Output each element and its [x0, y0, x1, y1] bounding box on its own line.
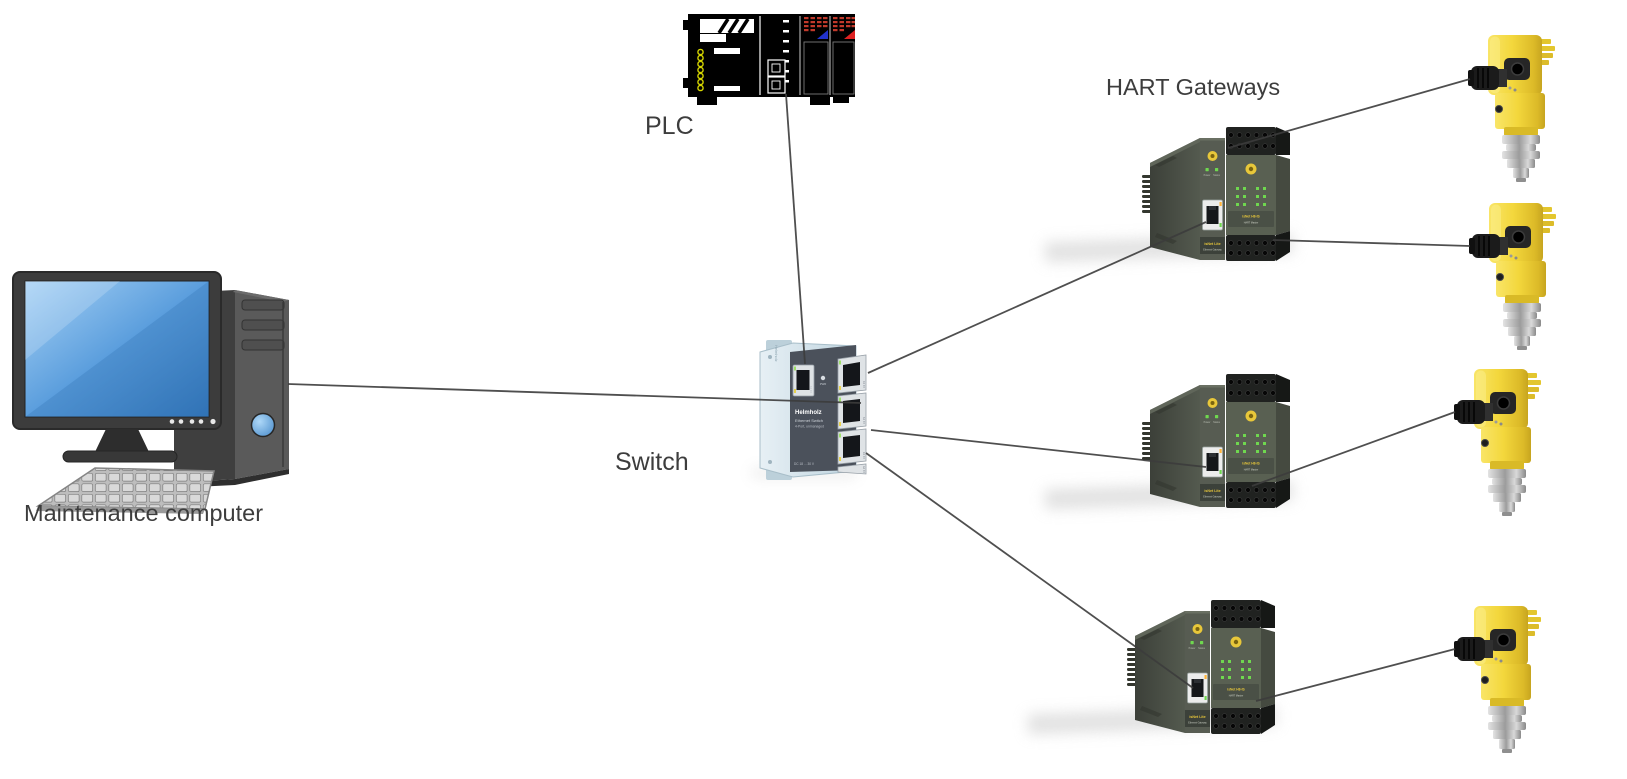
switch-port-label-4: X1 P4: [862, 451, 866, 459]
hart-gateway-2: [1141, 373, 1291, 509]
hart-gateways-label: HART Gateways: [1106, 74, 1280, 100]
sensor-3: [1453, 368, 1542, 517]
plc-comm-module-icon: [767, 20, 789, 94]
connection-switch-gateway1: [867, 221, 1207, 374]
connection-plc-switch: [785, 93, 806, 365]
keyboard-icon: [35, 467, 215, 514]
switch-label: Switch: [615, 448, 689, 476]
monitor-icon: [12, 271, 222, 463]
connection-gateway1-sensor1: [1227, 78, 1471, 149]
switch-port-label-2: X1 P2: [862, 380, 866, 388]
sensor-4: [1453, 605, 1542, 754]
plc-port1-icon: [767, 59, 786, 77]
switch-power-text: DC 18 ... 30 V: [794, 462, 815, 466]
switch-variant-text: 4-Port, unmanaged: [795, 425, 824, 429]
connection-gateway3-sensor4: [1255, 648, 1456, 702]
power-button-icon: [250, 412, 276, 438]
switch-port-label-3: X1 P3: [862, 416, 866, 424]
plc-io-module-a-icon: [803, 17, 829, 95]
pwr-led-icon: [820, 375, 826, 381]
switch-port5-icon: X1 P5: [837, 463, 867, 475]
connection-gateway1-sensor2: [1272, 239, 1471, 247]
pwr-led-label: PWR: [820, 382, 827, 386]
plc-cpu-module-icon: [697, 18, 754, 92]
connection-gateway2-sensor3: [1251, 411, 1456, 487]
switch-port3-icon: X1 P3: [837, 392, 867, 430]
connection-switch-gateway2: [870, 429, 1207, 468]
connection-computer-switch: [287, 383, 862, 404]
sensor-1: [1467, 34, 1556, 183]
connection-switch-gateway3: [865, 452, 1194, 689]
connections: [287, 78, 1471, 702]
switch-brand-text: Helmholz: [795, 410, 822, 416]
maintenance-computer-label: Maintenance computer: [24, 500, 263, 526]
hart-gateway-3: [1126, 599, 1276, 735]
sensor-2: [1468, 202, 1557, 351]
switch-port2-icon: X1 P2: [837, 354, 867, 394]
plc-io-module-b-icon: [832, 17, 855, 95]
plc-label: PLC: [645, 112, 694, 140]
switch-port-label-5: X1 P5: [862, 465, 866, 473]
ethernet-switch-device: Helmholz X1 P1 PWR Helmholz Ethernet Swi…: [759, 340, 867, 480]
switch-port-label-1: X1 P1: [809, 385, 813, 393]
switch-product-text: Ethernet Switch: [795, 418, 823, 423]
maintenance-computer: [12, 271, 289, 514]
plc-device: [683, 14, 855, 105]
plc-port2-icon: [767, 76, 786, 94]
switch-side-brand: Helmholz: [774, 345, 779, 362]
switch-uplink-port-icon: X1 P1: [792, 364, 815, 397]
switch-port4-icon: X1 P4: [837, 428, 867, 465]
